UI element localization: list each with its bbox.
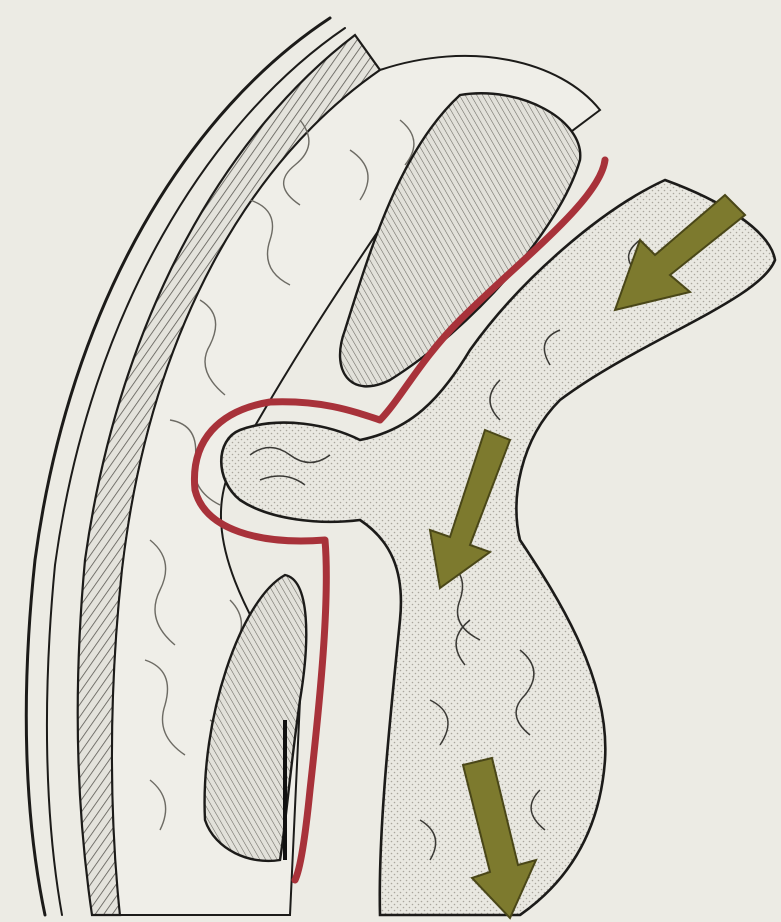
anatomical-cross-section-illustration — [0, 0, 781, 922]
